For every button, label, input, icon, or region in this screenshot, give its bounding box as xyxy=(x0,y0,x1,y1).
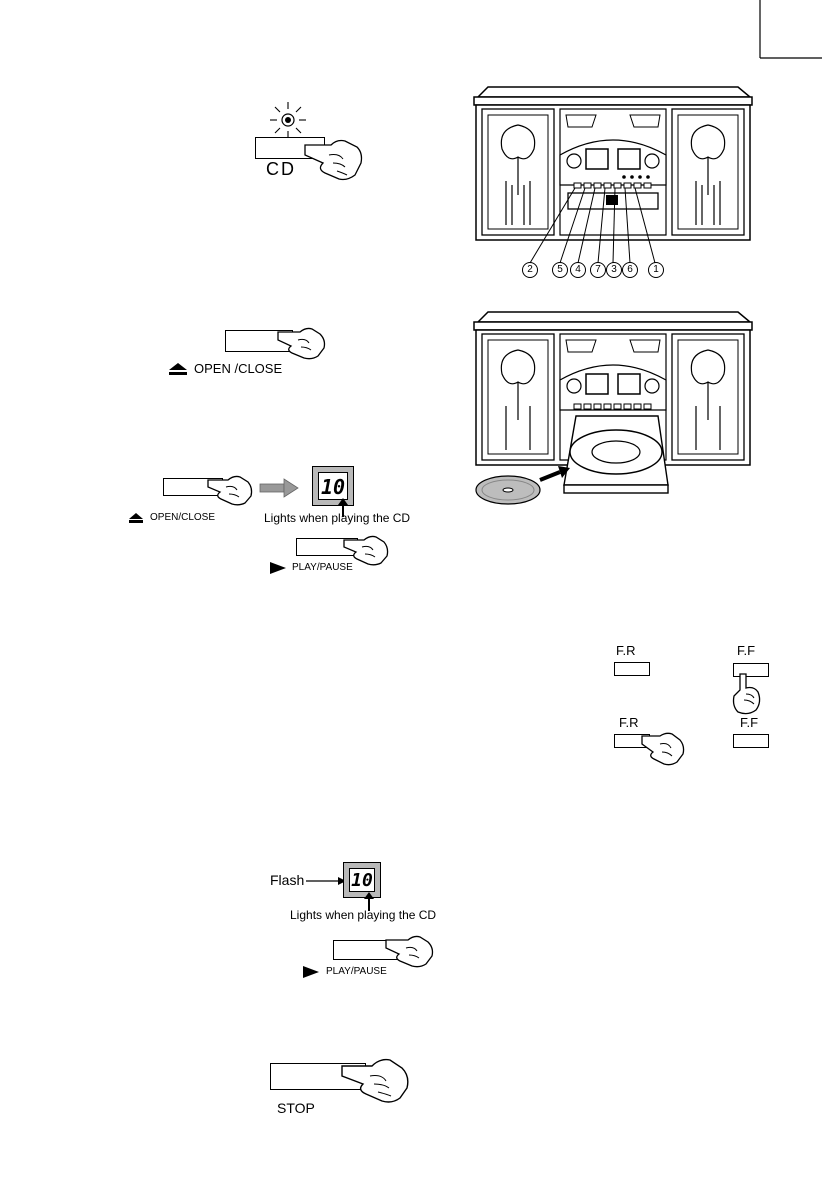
ff-label-top: F.F xyxy=(737,643,755,658)
indicator-light-icon xyxy=(268,100,308,140)
play-pause-label-2: PLAY/PAUSE xyxy=(326,966,387,977)
lights-label: Lights when playing the CD xyxy=(264,511,410,525)
open-close-label-2: OPEN/CLOSE xyxy=(150,512,215,523)
ff-button-bottom[interactable] xyxy=(733,734,769,748)
pressing-hand-icon xyxy=(728,672,764,716)
lcd-value-2: 10 xyxy=(349,868,375,892)
stop-label: STOP xyxy=(277,1100,315,1116)
fr-label-bottom: F.R xyxy=(619,715,639,730)
callout-4: 4 xyxy=(570,262,586,278)
pressing-hand-icon xyxy=(206,470,252,508)
flash-label: Flash xyxy=(270,872,304,888)
flash-pointer-line xyxy=(306,876,346,886)
lcd-value: 10 xyxy=(318,472,348,500)
stereo-unit-front-diagram xyxy=(468,85,758,285)
lights-label-2: Lights when playing the CD xyxy=(290,908,436,922)
ff-label-bottom: F.F xyxy=(740,715,758,730)
play-icon xyxy=(303,966,319,978)
callout-3: 3 xyxy=(606,262,622,278)
callout-2: 2 xyxy=(522,262,538,278)
fr-label-top: F.R xyxy=(616,643,636,658)
open-close-label: OPEN /CLOSE xyxy=(194,361,282,376)
eject-icon xyxy=(168,362,188,376)
lcd-display-2: 10 xyxy=(343,862,381,898)
callout-7: 7 xyxy=(590,262,606,278)
pressing-hand-icon xyxy=(384,930,434,970)
stereo-unit-disc-tray-diagram xyxy=(468,310,768,510)
pressing-hand-icon xyxy=(303,133,363,183)
fr-button-top[interactable] xyxy=(614,662,650,676)
callout-1: 1 xyxy=(648,262,664,278)
pressing-hand-icon xyxy=(640,732,686,768)
pressing-hand-icon xyxy=(276,322,326,362)
play-icon xyxy=(270,562,286,574)
callout-5: 5 xyxy=(552,262,568,278)
eject-icon xyxy=(128,512,144,524)
cd-label: CD xyxy=(266,159,296,180)
pressing-hand-icon xyxy=(340,1048,410,1106)
right-arrow-icon xyxy=(260,478,300,498)
callout-6: 6 xyxy=(622,262,638,278)
play-pause-label: PLAY/PAUSE xyxy=(292,562,353,573)
